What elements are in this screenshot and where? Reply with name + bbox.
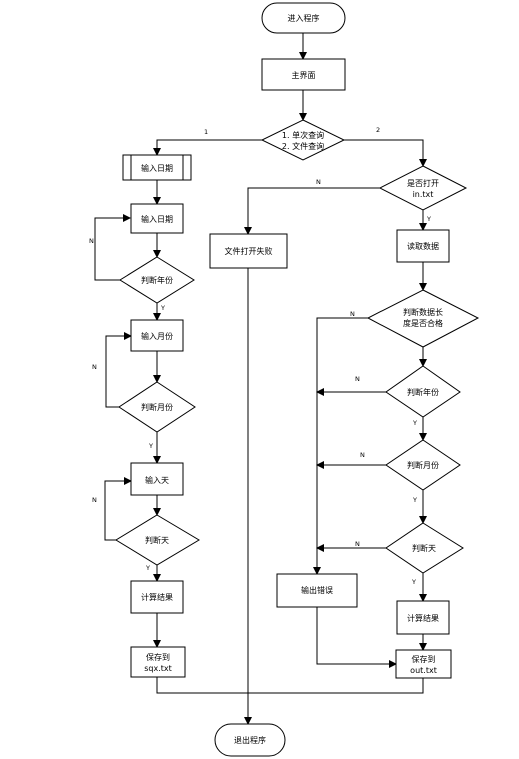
edge-menu-choice2 <box>344 139 427 167</box>
edge-day-no-loop <box>104 477 132 541</box>
label-len-no: N <box>350 310 355 318</box>
label-month-yes: Y <box>148 442 153 450</box>
node-output-error: 输出错误 <box>276 573 358 608</box>
menu-line1: 1. 单次查询 <box>282 130 324 140</box>
input-date-sub-label: 输入日期 <box>141 163 173 173</box>
node-open-check: 是否打开 in.txt <box>378 165 468 211</box>
label-day-r-no: N <box>355 540 360 548</box>
node-input-month: 输入月份 <box>130 319 184 352</box>
input-date-label: 输入日期 <box>141 214 173 224</box>
edges <box>94 33 427 725</box>
calc-right-label: 计算结果 <box>407 613 439 623</box>
node-save-left: 保存到 sqx.txt <box>130 646 186 678</box>
node-check-month-right: 判断月份 <box>385 439 461 491</box>
edge-month-no-loop <box>105 332 132 408</box>
label-year-r-no: N <box>355 375 360 383</box>
edge-saveleft-merge <box>156 677 249 694</box>
save-right-line1: 保存到 <box>412 654 436 664</box>
node-check-day-left: 判断天 <box>115 514 200 566</box>
check-day-left-label: 判断天 <box>145 535 169 545</box>
label-year-r-yes: Y <box>412 419 417 427</box>
node-save-right: 保存到 out.txt <box>395 649 452 679</box>
node-calc-right: 计算结果 <box>396 600 450 635</box>
node-input-date: 输入日期 <box>130 203 184 234</box>
node-check-day-right: 判断天 <box>385 522 464 574</box>
label-choice-1: 1 <box>204 128 208 136</box>
label-month-r-yes: Y <box>412 496 417 504</box>
node-read-data: 读取数据 <box>396 229 450 263</box>
node-check-year-right: 判断年份 <box>385 365 461 418</box>
exit-label: 退出程序 <box>234 735 266 745</box>
node-check-year-left: 判断年份 <box>119 256 195 304</box>
check-len-line2: 度是否合格 <box>403 318 443 328</box>
input-day-label: 输入天 <box>145 475 169 485</box>
label-year-yes: Y <box>160 304 165 312</box>
label-day-yes: Y <box>145 564 150 572</box>
edge-saveright-merge <box>249 678 424 694</box>
check-year-right-label: 判断年份 <box>407 387 439 397</box>
check-month-left-label: 判断月份 <box>141 402 173 412</box>
check-len-line1: 判断数据长 <box>403 307 443 317</box>
label-month-r-no: N <box>360 451 365 459</box>
label-open-yes: Y <box>426 215 431 223</box>
menu-line2: 2. 文件查询 <box>282 141 324 151</box>
edge-menu-choice1 <box>153 139 262 156</box>
edge-error-save <box>316 607 397 668</box>
check-year-left-label: 判断年份 <box>141 275 173 285</box>
calc-left-label: 计算结果 <box>141 592 173 602</box>
node-check-month-left: 判断月份 <box>118 381 196 433</box>
label-open-no: N <box>316 178 321 186</box>
node-open-fail: 文件打开失败 <box>209 233 288 269</box>
input-month-label: 输入月份 <box>141 331 173 341</box>
start-label: 进入程序 <box>288 13 320 23</box>
edge-open-no-fail <box>244 187 380 235</box>
read-data-label: 读取数据 <box>407 241 439 251</box>
open-fail-label: 文件打开失败 <box>225 246 273 256</box>
label-month-no: N <box>92 363 97 371</box>
node-check-length: 判断数据长 度是否合格 <box>366 289 480 348</box>
open-check-line1: 是否打开 <box>407 178 439 188</box>
node-main-ui: 主界面 <box>261 58 346 91</box>
edge-year-no-loop <box>94 214 131 281</box>
label-year-no: N <box>89 237 94 245</box>
save-left-line1: 保存到 <box>146 652 170 662</box>
label-choice-2: 2 <box>376 126 380 134</box>
label-day-r-yes: Y <box>411 578 416 586</box>
check-day-right-label: 判断天 <box>412 543 436 553</box>
save-left-line2: sqx.txt <box>144 664 172 673</box>
node-start: 进入程序 <box>261 2 346 34</box>
edge-len-no-error <box>313 317 368 575</box>
main-ui-label: 主界面 <box>292 70 316 80</box>
node-calc-left: 计算结果 <box>130 580 184 614</box>
label-day-no: N <box>92 496 97 504</box>
output-error-label: 输出错误 <box>301 585 333 595</box>
node-menu-decision: 1. 单次查询 2. 文件查询 <box>260 119 346 161</box>
edge-labels: 1 2 N Y N Y N Y N Y N N Y N Y N Y <box>89 126 431 586</box>
open-check-line2: in.txt <box>413 190 434 199</box>
node-input-day: 输入天 <box>130 462 184 496</box>
save-right-line2: out.txt <box>410 666 437 675</box>
node-exit: 退出程序 <box>214 723 286 757</box>
check-month-right-label: 判断月份 <box>407 460 439 470</box>
node-input-date-subprocess: 输入日期 <box>122 154 192 181</box>
